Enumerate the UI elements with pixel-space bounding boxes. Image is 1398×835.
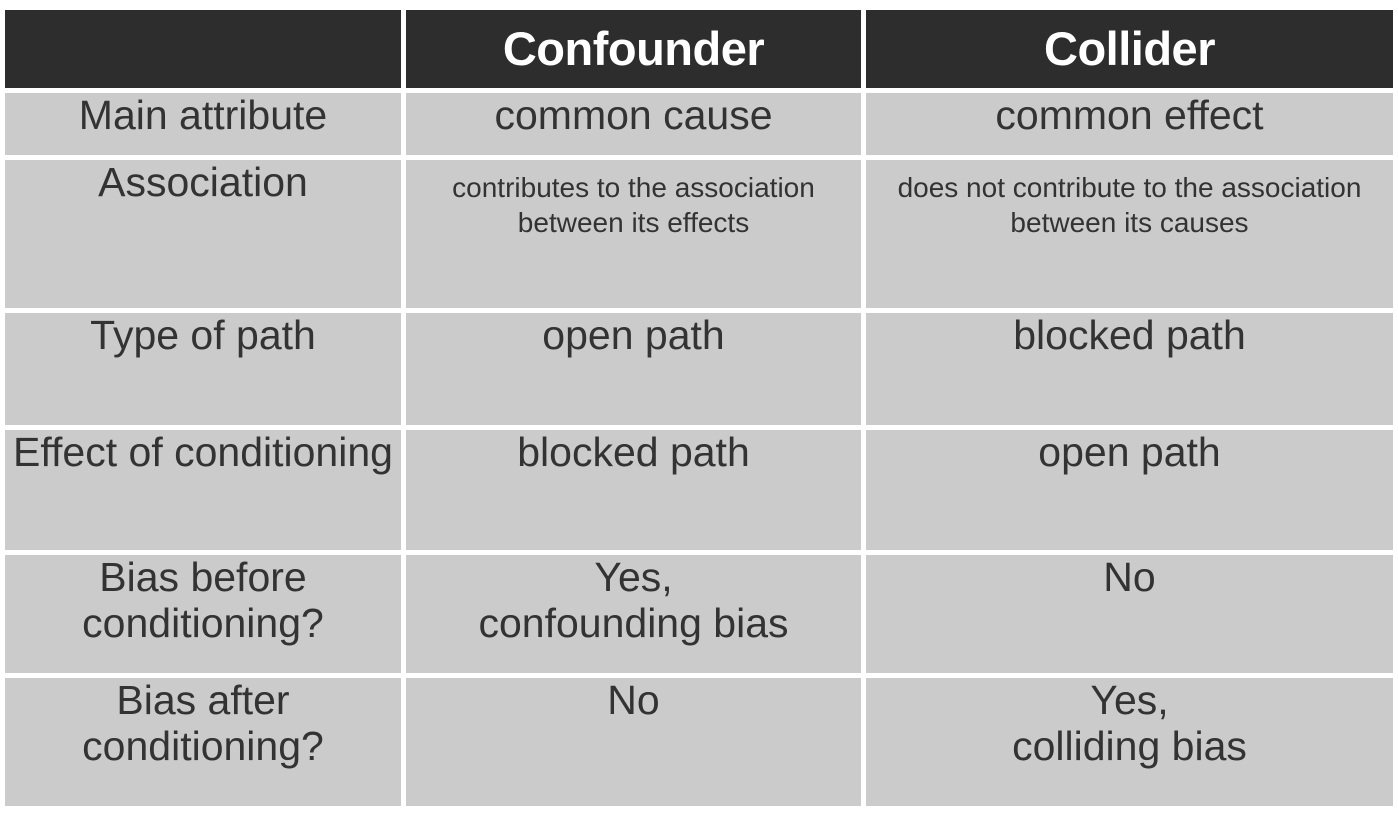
cell-collider-type-of-path: blocked path [866, 312, 1393, 425]
cell-confounder-bias-after-conditioning: No [406, 677, 861, 806]
cell-collider-bias-before-conditioning: No [866, 554, 1393, 673]
cell-confounder-main-attribute: common cause [406, 92, 861, 155]
cell-collider-association: does not contribute to the association b… [866, 160, 1393, 308]
cell-collider-main-attribute: common effect [866, 92, 1393, 155]
table-row-bias-before-conditioning: Bias before conditioning? Yes, confoundi… [5, 554, 1393, 673]
table-row-effect-of-conditioning: Effect of conditioning blocked path open… [5, 429, 1393, 550]
confounder-collider-comparison-table: Confounder Collider Main attribute commo… [0, 5, 1398, 811]
header-cell-attribute [5, 10, 401, 88]
row-label-bias-before-conditioning: Bias before conditioning? [5, 554, 401, 673]
header-cell-collider: Collider [866, 10, 1393, 88]
row-label-main-attribute: Main attribute [5, 92, 401, 155]
table-body: Main attribute common cause common effec… [5, 92, 1393, 806]
row-label-association: Association [5, 159, 401, 308]
table-row-association: Association contributes to the associati… [5, 159, 1393, 308]
cell-confounder-bias-before-conditioning: Yes, confounding bias [406, 554, 861, 673]
cell-collider-effect-of-conditioning: open path [866, 429, 1393, 550]
table-row-bias-after-conditioning: Bias after conditioning? No Yes, collidi… [5, 677, 1393, 806]
cell-collider-bias-after-conditioning: Yes, colliding bias [866, 677, 1393, 806]
row-label-effect-of-conditioning: Effect of conditioning [5, 429, 401, 550]
header-cell-confounder: Confounder [406, 10, 861, 88]
header-row: Confounder Collider [5, 10, 1393, 88]
comparison-table-container: Confounder Collider Main attribute commo… [0, 5, 1398, 835]
table-header: Confounder Collider [5, 10, 1393, 88]
table-row-type-of-path: Type of path open path blocked path [5, 312, 1393, 425]
cell-confounder-association: contributes to the association between i… [406, 160, 861, 308]
cell-confounder-effect-of-conditioning: blocked path [406, 429, 861, 550]
cell-confounder-type-of-path: open path [406, 312, 861, 425]
row-label-type-of-path: Type of path [5, 312, 401, 425]
row-label-bias-after-conditioning: Bias after conditioning? [5, 677, 401, 806]
table-row-main-attribute: Main attribute common cause common effec… [5, 92, 1393, 155]
